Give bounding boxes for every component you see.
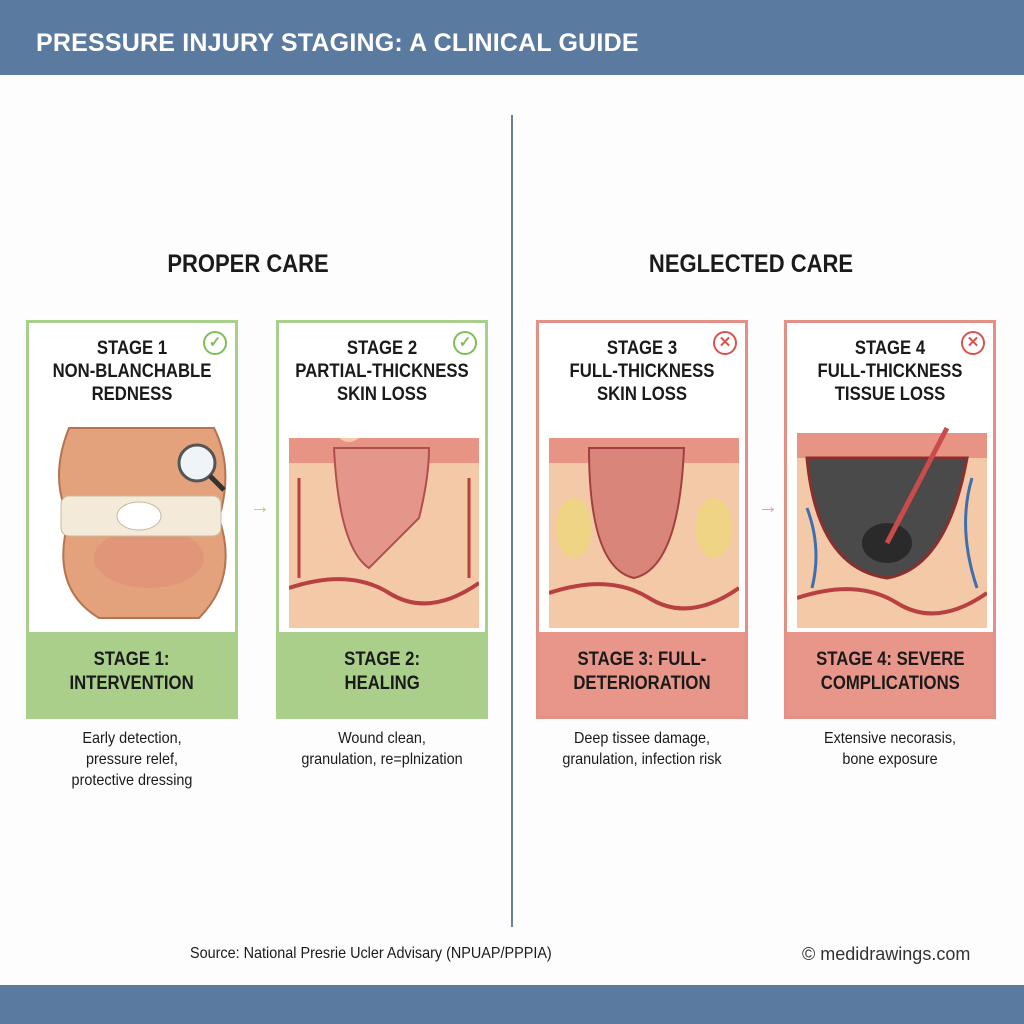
stage-2-card: STAGE 2 PARTIAL-THICKNESS SKIN LOSS ✓ ST… — [276, 320, 488, 719]
stage-2-description: Wound clean, granulation, re=plnization — [301, 730, 463, 768]
back-with-dressing-illustration — [58, 427, 227, 619]
card-title: STAGE 3 FULL-THICKNESS SKIN LOSS — [569, 338, 715, 405]
check-icon: ✓ — [453, 331, 477, 355]
section-divider — [511, 115, 513, 927]
copyright: © medidrawings.com — [802, 944, 971, 964]
stage-4-card: STAGE 4 FULL-THICKNESS TISSUE LOSS ✕ STA… — [784, 320, 996, 719]
section-title-neglected-care: NEGLECTED CARE — [648, 250, 854, 278]
footer-bar — [0, 985, 1024, 1024]
check-icon: ✓ — [203, 331, 227, 355]
arrow-right-icon: → — [250, 496, 270, 518]
card-label: STAGE 1: INTERVENTION — [29, 632, 235, 716]
card-label: STAGE 3: FULL- DETERIORATION — [539, 632, 745, 716]
stage-3-card: STAGE 3 FULL-THICKNESS SKIN LOSS ✕ STAGE… — [536, 320, 748, 719]
stage-3-description: Deep tissee damage, granulation, infecti… — [562, 730, 722, 768]
source-citation: Source: National Presrie Ucler Advisary … — [190, 945, 552, 962]
stage-4-description: Extensive necorasis, bone exposure — [823, 730, 957, 768]
card-title: STAGE 2 PARTIAL-THICKNESS SKIN LOSS — [295, 338, 469, 405]
skin-layers-illustration — [797, 426, 987, 628]
page-title: PRESSURE INJURY STAGING: A CLINICAL GUID… — [0, 0, 1024, 75]
cross-icon: ✕ — [713, 331, 737, 355]
section-title-proper-care: PROPER CARE — [167, 250, 329, 278]
stage-1-card: STAGE 1 NON-BLANCHABLE REDNESS ✓ STAGE 1… — [26, 320, 238, 719]
skin-layers-illustration — [289, 438, 479, 628]
card-title: STAGE 4 FULL-THICKNESS TISSUE LOSS — [817, 338, 963, 405]
card-label: STAGE 4: SEVERE COMPLICATIONS — [787, 632, 993, 716]
card-title: STAGE 1 NON-BLANCHABLE REDNESS — [52, 338, 212, 405]
cross-icon: ✕ — [961, 331, 985, 355]
arrow-right-icon: → — [758, 496, 778, 518]
card-label: STAGE 2: HEALING — [279, 632, 485, 716]
skin-layers-illustration — [549, 438, 739, 628]
stage-1-description: Early detection, pressure relef, protect… — [71, 730, 193, 789]
